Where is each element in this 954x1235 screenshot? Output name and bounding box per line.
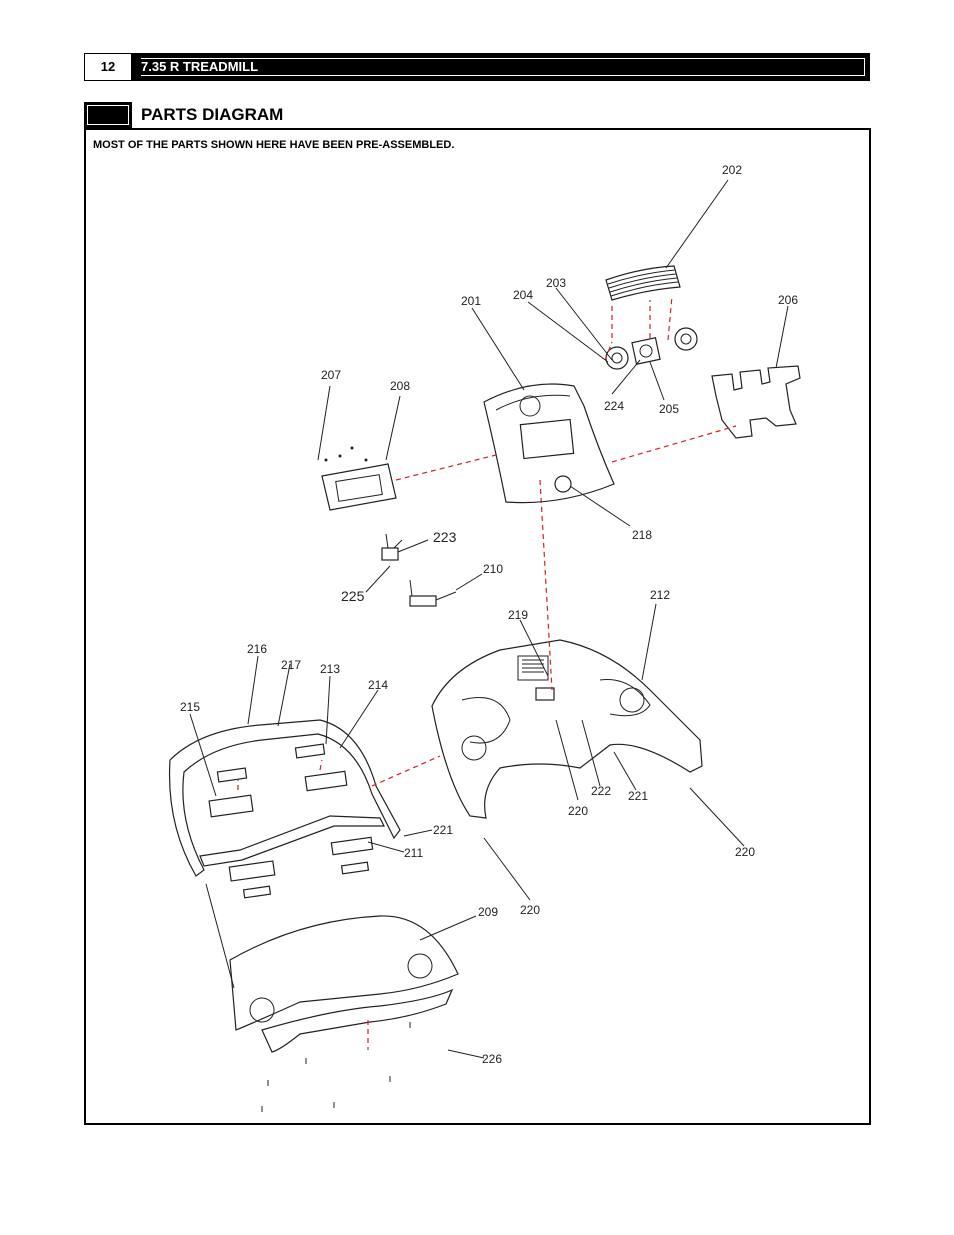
callout-207: 207 bbox=[321, 368, 341, 382]
part-205-bracket bbox=[631, 337, 661, 365]
leader-lines bbox=[189, 179, 789, 1059]
part-216-frame bbox=[168, 719, 401, 877]
header-title-inner-border bbox=[141, 58, 865, 76]
callout-220-bottom: 220 bbox=[520, 903, 540, 917]
callout-205: 205 bbox=[659, 402, 679, 416]
callout-221-right: 221 bbox=[628, 789, 648, 803]
part-208-overlay bbox=[321, 446, 397, 511]
callout-210: 210 bbox=[483, 562, 503, 576]
callout-220-center: 220 bbox=[568, 804, 588, 818]
callout-223: 223 bbox=[433, 529, 457, 545]
callout-218: 218 bbox=[632, 528, 652, 542]
callout-212: 212 bbox=[650, 588, 670, 602]
callout-208: 208 bbox=[390, 379, 410, 393]
callout-204: 204 bbox=[513, 288, 533, 302]
callout-225: 225 bbox=[341, 588, 365, 604]
part-203-speaker bbox=[605, 346, 629, 370]
part-210-sensor bbox=[409, 579, 457, 607]
diagram-frame bbox=[84, 128, 871, 1125]
assembly-lines bbox=[237, 295, 737, 1050]
part-226-screws bbox=[261, 1022, 411, 1112]
part-209-cover bbox=[229, 915, 459, 1053]
callout-217: 217 bbox=[281, 658, 301, 672]
callout-220-right: 220 bbox=[735, 845, 755, 859]
part-speaker-right bbox=[674, 327, 698, 351]
part-206-gasket bbox=[711, 365, 801, 439]
callout-226: 226 bbox=[482, 1052, 502, 1066]
callout-211: 211 bbox=[404, 846, 423, 860]
section-marker-inner bbox=[87, 105, 129, 125]
part-201-console bbox=[483, 383, 615, 504]
part-212-housing bbox=[431, 639, 703, 819]
page-header: 12 7.35 R TREADMILL bbox=[84, 53, 870, 81]
page-number: 12 bbox=[84, 53, 132, 81]
callout-222: 222 bbox=[591, 784, 611, 798]
callout-219: 219 bbox=[508, 608, 528, 622]
callout-213: 213 bbox=[320, 662, 340, 676]
callout-202: 202 bbox=[722, 163, 742, 177]
section-title: PARTS DIAGRAM bbox=[141, 105, 284, 124]
callout-224: 224 bbox=[604, 399, 624, 413]
callout-221-left: 221 bbox=[433, 823, 453, 837]
part-223-switch bbox=[381, 533, 403, 561]
callout-203: 203 bbox=[546, 276, 566, 290]
callout-215: 215 bbox=[180, 700, 200, 714]
section-marker bbox=[84, 102, 132, 128]
header-title-bar: 7.35 R TREADMILL bbox=[132, 53, 870, 81]
callout-206: 206 bbox=[778, 293, 798, 307]
callout-209: 209 bbox=[478, 905, 498, 919]
callout-214: 214 bbox=[368, 678, 388, 692]
document-title: 7.35 R TREADMILL bbox=[141, 59, 259, 74]
callout-labels: 202 203 204 201 206 207 208 224 205 218 … bbox=[180, 163, 798, 1066]
callout-216: 216 bbox=[247, 642, 267, 656]
assembly-note: MOST OF THE PARTS SHOWN HERE HAVE BEEN P… bbox=[93, 139, 455, 151]
callout-201: 201 bbox=[461, 294, 481, 308]
part-202-grille bbox=[605, 265, 681, 301]
